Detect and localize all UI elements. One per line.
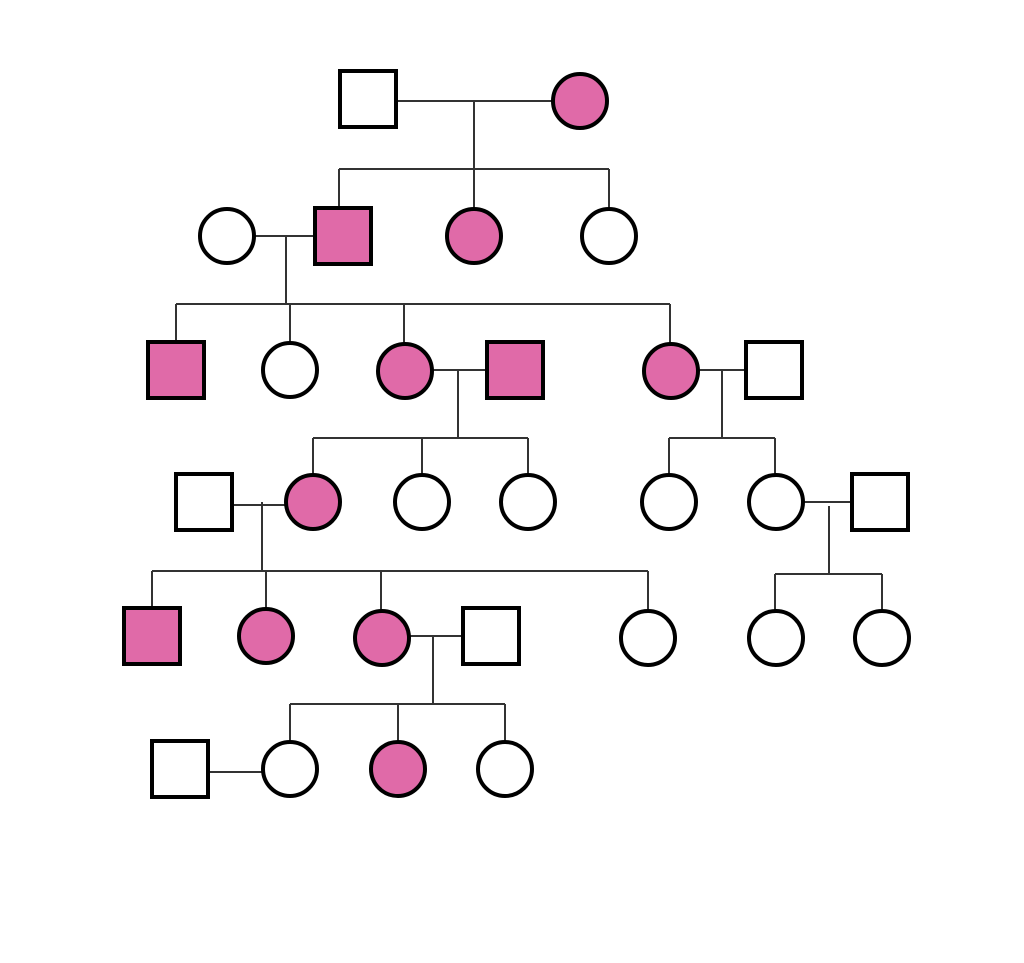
unaffected-male-symbol-I-1 xyxy=(338,69,398,129)
affected-female-symbol-III-3 xyxy=(376,342,434,400)
unaffected-male-symbol-IV-7 xyxy=(850,472,910,532)
unaffected-female-symbol-IV-3 xyxy=(393,473,451,531)
unaffected-female-symbol-V-6 xyxy=(747,609,805,667)
affected-female-symbol-II-3 xyxy=(445,207,503,265)
unaffected-male-symbol-VI-1 xyxy=(150,739,210,799)
unaffected-female-symbol-IV-5 xyxy=(640,473,698,531)
affected-male-symbol-III-4 xyxy=(485,340,545,400)
unaffected-female-symbol-V-7 xyxy=(853,609,911,667)
affected-male-symbol-II-2 xyxy=(313,206,373,266)
unaffected-female-symbol-II-1 xyxy=(198,207,256,265)
affected-female-symbol-IV-2 xyxy=(284,473,342,531)
unaffected-male-symbol-IV-1 xyxy=(174,472,234,532)
unaffected-female-symbol-IV-6 xyxy=(747,473,805,531)
unaffected-male-symbol-III-6 xyxy=(744,340,804,400)
unaffected-female-symbol-III-2 xyxy=(261,341,319,399)
affected-female-symbol-V-3 xyxy=(353,609,411,667)
unaffected-female-symbol-VI-2 xyxy=(261,740,319,798)
unaffected-male-symbol-V-4 xyxy=(461,606,521,666)
affected-male-symbol-III-1 xyxy=(146,340,206,400)
individuals xyxy=(122,69,911,799)
unaffected-female-symbol-II-4 xyxy=(580,207,638,265)
affected-female-symbol-I-2 xyxy=(551,72,609,130)
affected-female-symbol-III-5 xyxy=(642,342,700,400)
unaffected-female-symbol-VI-4 xyxy=(476,740,534,798)
affected-male-symbol-V-1 xyxy=(122,606,182,666)
affected-female-symbol-V-2 xyxy=(237,607,295,665)
unaffected-female-symbol-V-5 xyxy=(619,609,677,667)
relationship-lines xyxy=(151,100,883,773)
affected-female-symbol-VI-3 xyxy=(369,740,427,798)
unaffected-female-symbol-IV-4 xyxy=(499,473,557,531)
